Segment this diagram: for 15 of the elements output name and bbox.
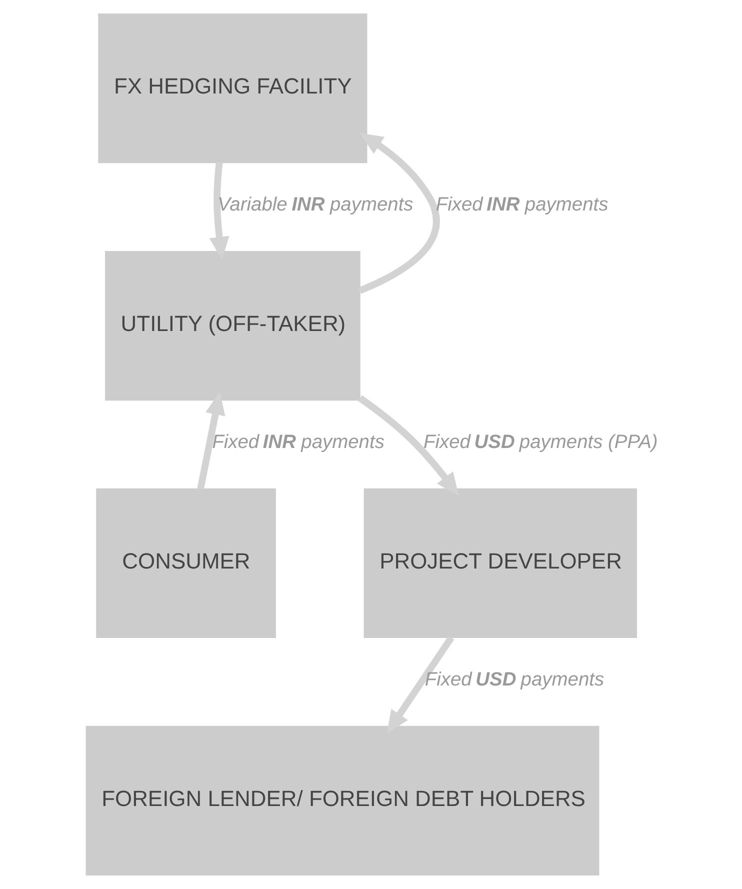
arrow xyxy=(197,392,226,490)
edge-label: Fixed INR payments xyxy=(436,194,608,216)
edge-label: Variable INR payments xyxy=(218,194,414,216)
edge-label: Fixed USD payments (PPA) xyxy=(424,432,658,454)
node-box: FX HEDGING FACILITY xyxy=(98,13,368,164)
node-box: UTILITY (OFF-TAKER) xyxy=(105,250,360,401)
edge-label: Fixed INR payments xyxy=(212,432,384,454)
edge-label: Fixed USD payments xyxy=(424,670,604,691)
arrow xyxy=(386,636,454,734)
arrow xyxy=(209,162,230,260)
node-box: PROJECT DEVELOPER xyxy=(364,488,637,638)
arrow xyxy=(358,395,459,496)
node-box: CONSUMER xyxy=(96,488,276,638)
arrow xyxy=(358,132,440,294)
node-box: FOREIGN LENDER/ FOREIGN DEBT HOLDERS xyxy=(86,726,600,876)
